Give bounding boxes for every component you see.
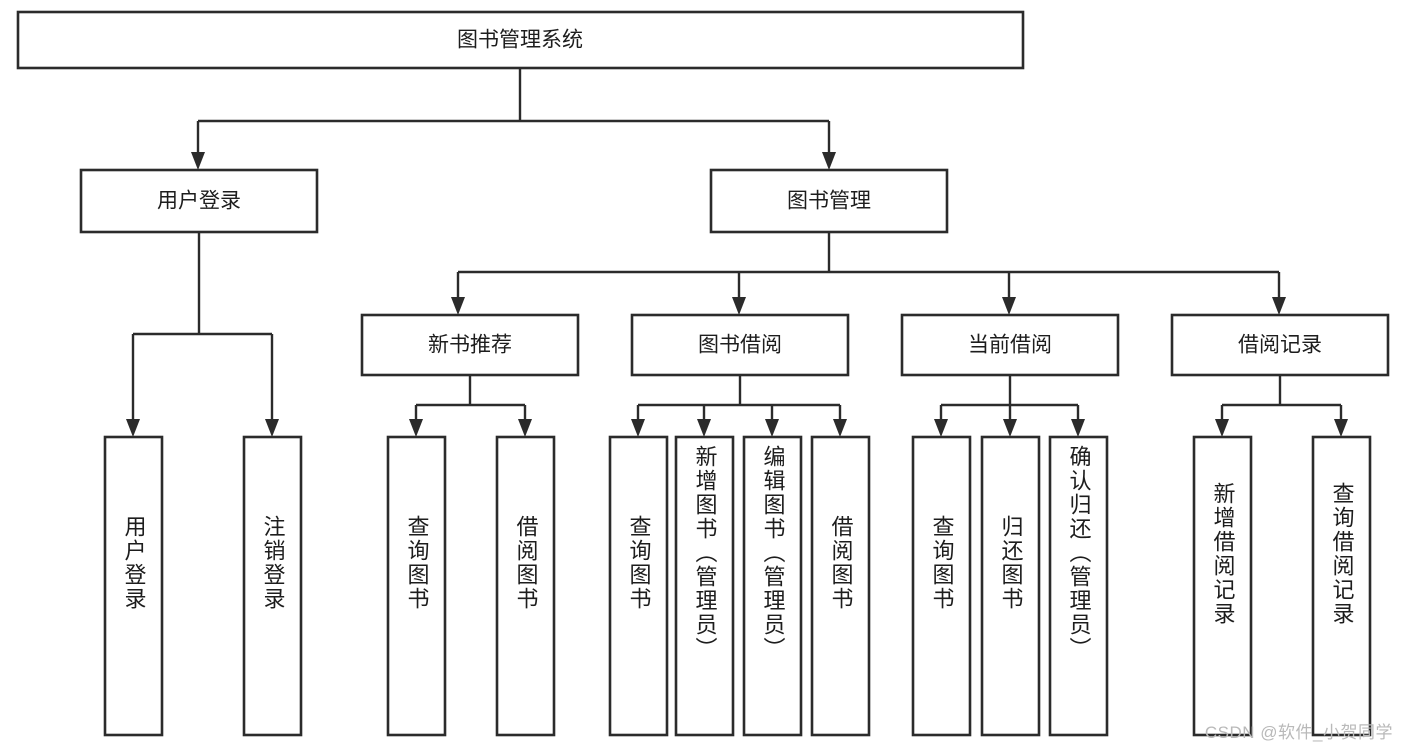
leaf-borrow-book-1[interactable]: 借阅图书 xyxy=(495,435,556,737)
node-current-borrow-label: 当前借阅 xyxy=(968,334,1052,357)
node-root-label: 图书管理系统 xyxy=(457,29,583,52)
leaf-query-record[interactable]: 查询借阅记录 xyxy=(1311,435,1372,737)
leaf-borrow-book-2-label: 借阅图书 xyxy=(828,515,854,611)
leaf-edit-book-label: 编辑图书（管理员） xyxy=(760,445,786,661)
leaf-user-login-label: 用户登录 xyxy=(121,515,147,611)
node-new-book-recommend-label: 新书推荐 xyxy=(428,334,512,357)
leaf-query-book-1[interactable]: 查询图书 xyxy=(386,435,447,737)
node-book-management[interactable]: 图书管理 xyxy=(709,168,949,234)
node-borrow-record[interactable]: 借阅记录 xyxy=(1170,313,1390,377)
leaf-query-book-3[interactable]: 查询图书 xyxy=(911,435,972,737)
leaf-query-record-label: 查询借阅记录 xyxy=(1329,482,1355,626)
connector-root-to-level2 xyxy=(191,68,836,170)
leaf-confirm-return-label: 确认归还（管理员） xyxy=(1066,445,1092,661)
leaf-user-login[interactable]: 用户登录 xyxy=(103,435,164,737)
leaf-query-book-1-label: 查询图书 xyxy=(404,515,430,611)
node-book-management-label: 图书管理 xyxy=(787,190,871,213)
leaf-borrow-book-1-label: 借阅图书 xyxy=(513,515,539,611)
connector-newbook-to-leaves xyxy=(409,375,532,437)
leaf-add-book-label: 新增图书（管理员） xyxy=(692,445,718,661)
leaf-edit-book[interactable]: 编辑图书（管理员） xyxy=(742,435,803,737)
node-book-borrow[interactable]: 图书借阅 xyxy=(630,313,850,377)
leaf-query-book-3-label: 查询图书 xyxy=(929,515,955,611)
leaf-user-logout[interactable]: 注销登录 xyxy=(242,435,303,737)
connector-borrowrecord-to-leaves xyxy=(1215,375,1348,437)
leaf-borrow-book-2[interactable]: 借阅图书 xyxy=(810,435,871,737)
connector-bookmanagement-to-level3 xyxy=(451,232,1286,315)
connector-userlogin-to-leaves xyxy=(126,232,279,437)
leaf-return-book-label: 归还图书 xyxy=(998,515,1024,611)
node-borrow-record-label: 借阅记录 xyxy=(1238,334,1322,357)
connector-bookborrow-to-leaves xyxy=(631,375,847,437)
leaf-confirm-return[interactable]: 确认归还（管理员） xyxy=(1048,435,1109,737)
leaf-query-book-2[interactable]: 查询图书 xyxy=(608,435,669,737)
node-user-login[interactable]: 用户登录 xyxy=(79,168,319,234)
node-book-borrow-label: 图书借阅 xyxy=(698,334,782,357)
node-current-borrow[interactable]: 当前借阅 xyxy=(900,313,1120,377)
leaf-query-book-2-label: 查询图书 xyxy=(626,515,652,611)
leaf-add-record-label: 新增借阅记录 xyxy=(1210,482,1236,626)
leaf-add-record[interactable]: 新增借阅记录 xyxy=(1192,435,1253,737)
leaf-user-logout-label: 注销登录 xyxy=(260,515,286,611)
node-root[interactable]: 图书管理系统 xyxy=(16,10,1025,70)
node-user-login-label: 用户登录 xyxy=(157,190,241,213)
leaf-return-book[interactable]: 归还图书 xyxy=(980,435,1041,737)
connector-currentborrow-to-leaves xyxy=(934,375,1085,437)
leaf-add-book[interactable]: 新增图书（管理员） xyxy=(674,435,735,737)
node-new-book-recommend[interactable]: 新书推荐 xyxy=(360,313,580,377)
